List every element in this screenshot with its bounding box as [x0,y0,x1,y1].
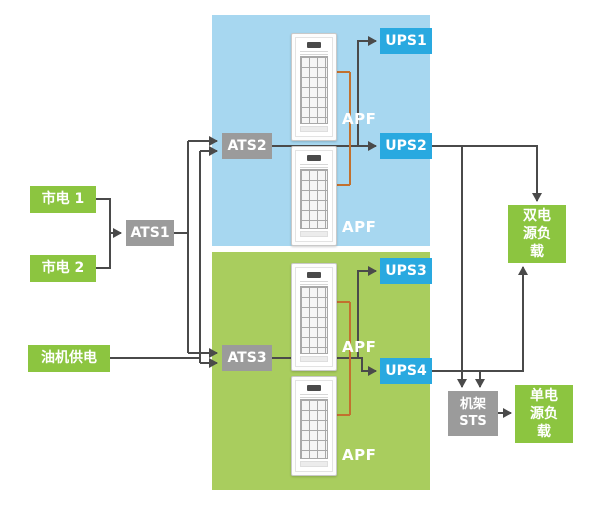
cabinet-module-grid [300,399,328,459]
edge-ups4-dualload [432,266,528,372]
cabinet-base [300,231,328,237]
node-single-source-load: 单电源负载 [515,385,573,443]
cabinet-display [307,155,321,161]
apf-cabinet-3 [291,263,337,371]
edge-apf-bus-top [335,71,351,186]
apf-label-1: APF [342,110,377,128]
edge-apf-bus-bottom [335,301,351,416]
edge-ats2-ups1 [357,36,377,146]
edge-ats3-ups3 [357,266,377,358]
cabinet-base [300,126,328,132]
cabinet-base [300,356,328,362]
cabinet-panel [295,267,333,367]
node-ats2: ATS2 [222,133,272,159]
cabinet-vent [300,51,328,55]
node-mains-2: 市电 2 [30,255,96,282]
edge-ups2-dualload [432,145,542,202]
cabinet-display [307,385,321,391]
cabinet-vent [300,394,328,398]
cabinet-vent [300,164,328,168]
apf-label-4: APF [342,446,377,464]
cabinet-panel [295,380,333,472]
node-ups4: UPS4 [380,358,432,384]
node-ups1: UPS1 [380,28,432,54]
cabinet-panel [295,150,333,242]
cabinet-base [300,461,328,467]
node-mains-1: 市电 1 [30,186,96,213]
apf-label-2: APF [342,218,377,236]
node-ups2: UPS2 [380,133,432,159]
cabinet-display [307,42,321,48]
node-rack-sts: 机架STS [448,391,498,436]
apf-label-3: APF [342,338,377,356]
cabinet-display [307,272,321,278]
edge-mains-merge [96,198,111,269]
node-ats3: ATS3 [222,345,272,371]
node-ats1: ATS1 [126,220,174,246]
apf-cabinet-1 [291,33,337,141]
cabinet-module-grid [300,56,328,124]
cabinet-module-grid [300,286,328,354]
apf-cabinet-2 [291,146,337,246]
node-generator-supply: 油机供电 [28,345,110,372]
node-ups3: UPS3 [380,258,432,284]
edge-ats1-bus [174,141,189,353]
cabinet-module-grid [300,169,328,229]
node-dual-source-load: 双电源负载 [508,205,566,263]
cabinet-vent [300,281,328,285]
edge-genset-bus [110,151,201,363]
apf-cabinet-4 [291,376,337,476]
cabinet-panel [295,37,333,137]
